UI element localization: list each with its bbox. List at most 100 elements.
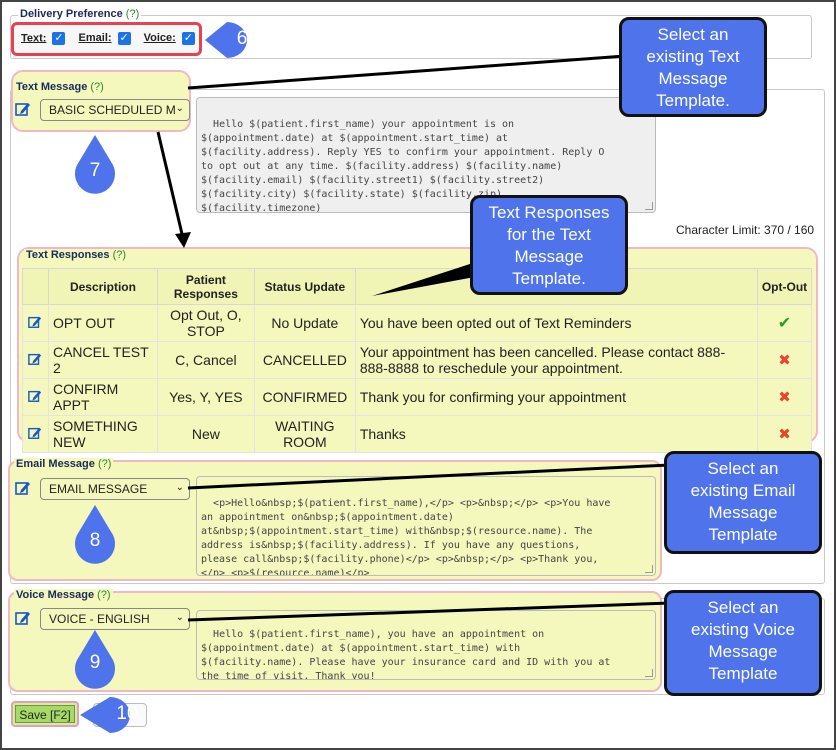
- delivery-preference-legend: Delivery Preference (?): [18, 8, 142, 20]
- text-responses-table: Description Patient Responses Status Upd…: [22, 268, 812, 453]
- text-message-fieldset: [10, 89, 825, 584]
- row-description: CANCEL TEST 2: [47, 341, 158, 379]
- help-link[interactable]: (?): [97, 589, 111, 601]
- marker-shape: [75, 630, 115, 689]
- row-status: CANCELLED: [253, 341, 356, 379]
- marker-shape: [75, 505, 115, 564]
- step-marker-9: 9: [73, 630, 117, 692]
- row-edit[interactable]: [22, 415, 49, 453]
- voice-message-legend-text: Voice Message: [16, 589, 95, 601]
- step-number: 6: [236, 28, 248, 49]
- callout-email-template: Select an existing Email Message Templat…: [664, 451, 822, 554]
- character-limit: Character Limit: 370 / 160: [676, 223, 815, 237]
- step-number: 9: [89, 652, 101, 673]
- voice-message-body[interactable]: Hello $(patient.first_name), you have an…: [196, 610, 656, 680]
- column-header-description: Description: [47, 268, 158, 305]
- email-template-select[interactable]: EMAIL MESSAGE ⌄: [40, 478, 190, 500]
- text-responses-legend-text: Text Responses: [26, 249, 110, 261]
- x-icon: ✖: [757, 378, 812, 416]
- email-label: Email:: [78, 32, 112, 45]
- resize-handle[interactable]: [645, 669, 653, 677]
- edit-icon[interactable]: [28, 389, 42, 403]
- row-responses: Opt Out, O, STOP: [156, 304, 255, 342]
- edit-icon[interactable]: [28, 352, 42, 366]
- callout-voice-template: Select an existing Voice Message Templat…: [664, 590, 822, 696]
- edit-icon[interactable]: [15, 480, 31, 496]
- row-description: OPT OUT: [47, 304, 158, 342]
- text-template-select[interactable]: BASIC SCHEDULED M⌄: [40, 99, 190, 121]
- help-link[interactable]: (?): [125, 8, 140, 20]
- help-link[interactable]: (?): [112, 249, 127, 261]
- voice-template-value: VOICE - ENGLISH: [49, 612, 150, 626]
- voice-template-select[interactable]: VOICE - ENGLISH ⌄: [40, 608, 190, 630]
- table-row[interactable]: CANCEL TEST 2 C, Cancel CANCELLED Your a…: [22, 341, 812, 379]
- arrow-line: [187, 463, 671, 490]
- row-responses: New: [156, 415, 255, 453]
- text-message-body[interactable]: Hello $(patient.first_name) your appoint…: [196, 97, 656, 213]
- row-message: Thank you for confirming your appointmen…: [354, 378, 759, 416]
- x-icon: ✖: [757, 341, 812, 379]
- text-label: Text:: [21, 32, 47, 45]
- arrow-line: [156, 131, 184, 235]
- callout-text-responses: Text Responses for the Text Message Temp…: [470, 195, 628, 295]
- save-button-label: Save [F2]: [15, 705, 75, 723]
- save-button[interactable]: Save [F2]: [11, 701, 79, 727]
- email-message-legend: Email Message (?): [14, 458, 114, 470]
- edit-icon[interactable]: [15, 101, 31, 117]
- edit-icon[interactable]: [28, 315, 42, 329]
- row-status: No Update: [253, 304, 356, 342]
- arrow-pointer: [372, 262, 480, 296]
- text-message-legend-text: Text Message: [16, 81, 88, 93]
- text-template-value: BASIC SCHEDULED M: [49, 103, 176, 117]
- help-link[interactable]: (?): [90, 81, 104, 93]
- delivery-preference-fieldset: [10, 15, 812, 59]
- email-checkbox[interactable]: ✓: [117, 32, 131, 45]
- voice-checkbox[interactable]: ✓: [181, 32, 195, 45]
- column-header-patient-responses: Patient Responses: [156, 268, 255, 305]
- step-marker-7: 7: [73, 135, 117, 197]
- step-number: 10: [116, 703, 138, 724]
- text-message-legend: Text Message (?): [14, 81, 106, 93]
- edit-icon[interactable]: [28, 426, 42, 440]
- row-edit[interactable]: [22, 378, 49, 416]
- check-icon: ✔: [757, 304, 812, 342]
- row-edit[interactable]: [22, 341, 49, 379]
- email-message-body[interactable]: <p>Hello&nbsp;$(patient.first_name),</p>…: [196, 476, 656, 576]
- chevron-down-icon: ⌄: [175, 482, 184, 493]
- edit-icon[interactable]: [15, 610, 31, 626]
- row-status: WAITING ROOM: [253, 415, 356, 453]
- step-marker-6: 6: [205, 20, 265, 60]
- row-responses: C, Cancel: [156, 341, 255, 379]
- column-header-opt-out: Opt-Out: [757, 268, 812, 305]
- voice-label: Voice:: [143, 32, 176, 45]
- column-header-icon: [22, 268, 49, 305]
- arrow-line: [187, 54, 626, 90]
- arrow-line: [187, 601, 671, 622]
- chevron-down-icon: ⌄: [175, 612, 184, 623]
- marker-shape: [205, 22, 247, 58]
- text-checkbox[interactable]: ✓: [52, 32, 66, 45]
- voice-message-body-text: Hello $(patient.first_name), you have an…: [201, 629, 611, 680]
- email-message-legend-text: Email Message: [16, 458, 95, 470]
- row-description: CONFIRM APPT: [47, 378, 158, 416]
- step-number: 8: [89, 530, 101, 551]
- row-message: Your appointment has been cancelled. Ple…: [354, 341, 759, 379]
- row-edit[interactable]: [22, 304, 49, 342]
- step-number: 7: [89, 160, 101, 181]
- table-row[interactable]: SOMETHING NEW New WAITING ROOM Thanks ✖: [22, 415, 812, 453]
- table-row[interactable]: OPT OUT Opt Out, O, STOP No Update You h…: [22, 304, 812, 342]
- marker-shape: [80, 697, 130, 733]
- email-template-value: EMAIL MESSAGE: [49, 482, 148, 496]
- step-marker-10: 10: [80, 695, 152, 735]
- delivery-options: Text: ✓ Email: ✓ Voice: ✓: [21, 32, 195, 45]
- callout-text-template: Select an existing Text Message Template…: [619, 17, 767, 117]
- table-row[interactable]: CONFIRM APPT Yes, Y, YES CONFIRMED Thank…: [22, 378, 812, 416]
- row-description: SOMETHING NEW: [47, 415, 158, 453]
- row-message: You have been opted out of Text Reminder…: [354, 304, 759, 342]
- row-message: Thanks: [354, 415, 759, 453]
- step-marker-8: 8: [73, 505, 117, 567]
- resize-handle[interactable]: [645, 202, 653, 210]
- help-link[interactable]: (?): [97, 458, 112, 470]
- resize-handle[interactable]: [645, 565, 653, 573]
